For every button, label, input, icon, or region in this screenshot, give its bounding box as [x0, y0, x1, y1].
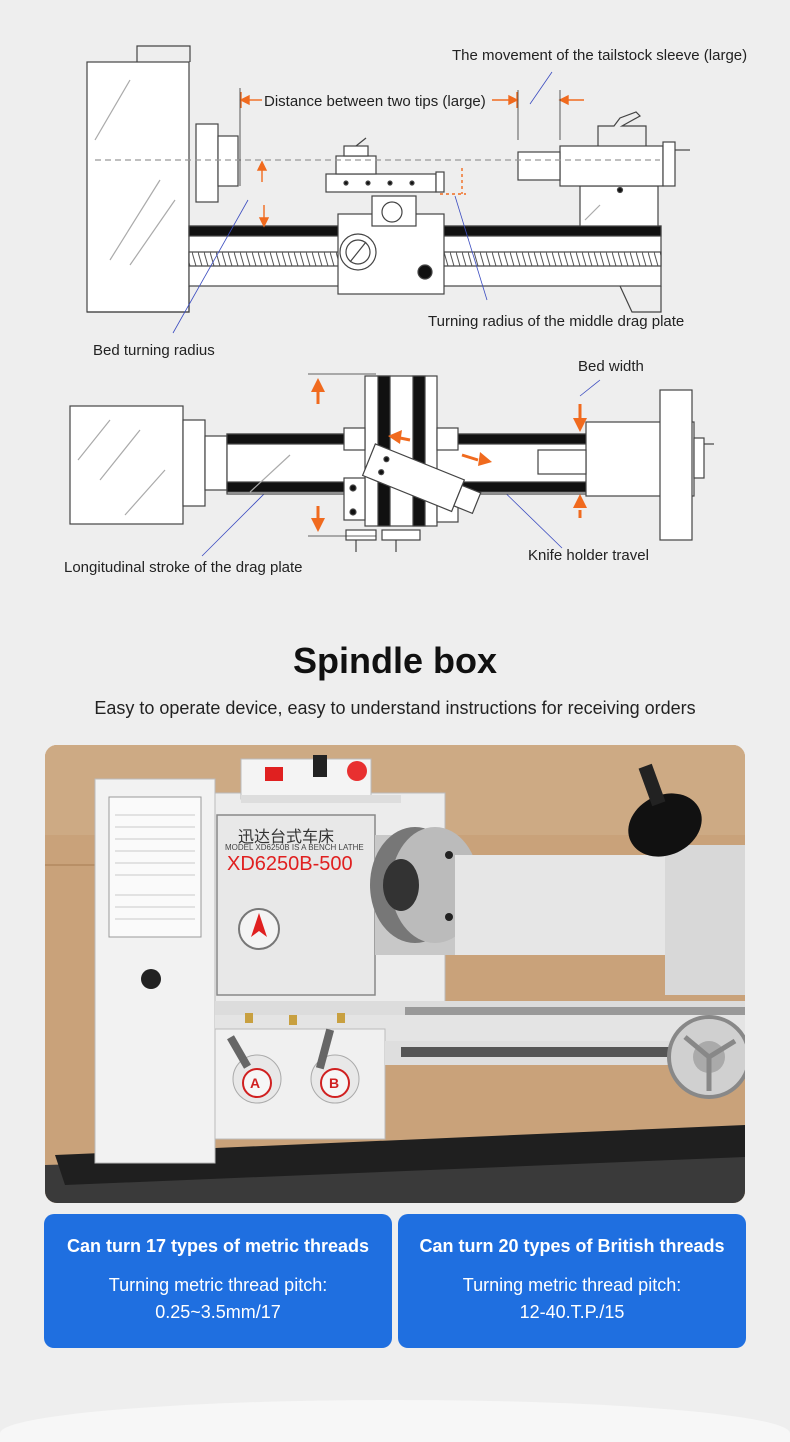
- nameplate-model-line: MODEL XD6250B IS A BENCH LATHE: [225, 843, 364, 852]
- lever-b-label: B: [329, 1075, 340, 1091]
- label-middle-drag-plate: Turning radius of the middle drag plate: [428, 313, 685, 330]
- section-title: Spindle box: [292, 640, 497, 681]
- british-threads-card: Can turn 20 types of British threads Tur…: [398, 1214, 746, 1348]
- metric-threads-card: Can turn 17 types of metric threads Turn…: [44, 1214, 392, 1348]
- lathe-illustration: [45, 745, 745, 1203]
- metric-card-title: Can turn 17 types of metric threads: [66, 1236, 370, 1256]
- spindle-box-photo: 迅达台式车床 MODEL XD6250B IS A BENCH LATHE XD…: [45, 745, 745, 1203]
- british-card-line2: 12-40.T.P./15: [519, 1302, 625, 1322]
- bottom-divider: [0, 1400, 790, 1442]
- metric-card-line1: Turning metric thread pitch:: [108, 1275, 328, 1295]
- label-bed-width: Bed width: [578, 358, 644, 375]
- lathe-diagrams: The movement of the tailstock sleeve (la…: [0, 0, 790, 600]
- lever-a-label: A: [250, 1075, 261, 1091]
- label-bed-turning-radius: Bed turning radius: [93, 342, 215, 359]
- nameplate-chinese: 迅达台式车床: [238, 829, 335, 846]
- section-subtitle: Easy to operate device, easy to understa…: [94, 698, 696, 718]
- label-knife-holder: Knife holder travel: [528, 547, 649, 564]
- label-longitudinal-stroke: Longitudinal stroke of the drag plate: [64, 559, 303, 576]
- british-card-line1: Turning metric thread pitch:: [462, 1275, 682, 1295]
- british-card-title: Can turn 20 types of British threads: [419, 1236, 725, 1256]
- lathe-diagram-drawing: [69, 45, 714, 557]
- label-distance-tips: Distance between two tips (large): [264, 93, 486, 110]
- metric-card-line2: 0.25~3.5mm/17: [155, 1302, 281, 1322]
- label-tailstock-sleeve: The movement of the tailstock sleeve (la…: [452, 47, 748, 64]
- nameplate-model: XD6250B-500: [227, 853, 353, 875]
